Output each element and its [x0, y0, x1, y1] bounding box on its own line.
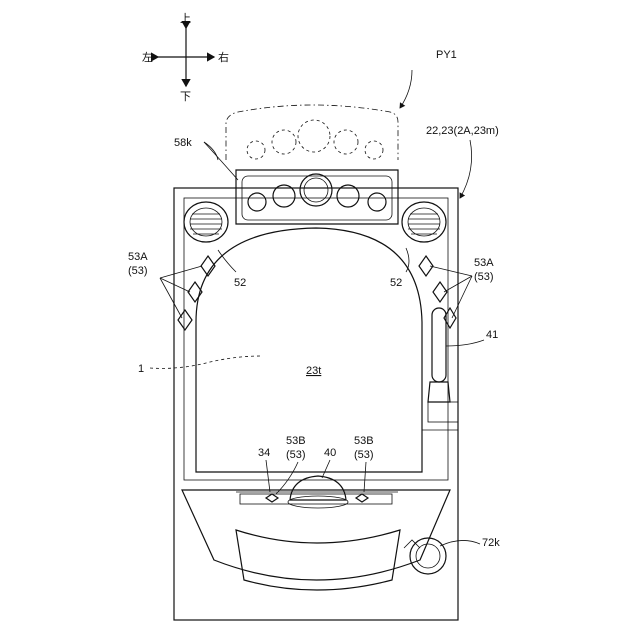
leader-handle — [440, 540, 480, 546]
speaker-left — [184, 202, 228, 242]
label-display-ref: 22,23(2A,23m) — [426, 125, 499, 137]
label-display-surface: 23t — [306, 365, 321, 377]
upper-unit-outline-dashed — [226, 105, 398, 160]
leader-screen — [150, 356, 262, 368]
center-button-base — [288, 496, 348, 508]
tray-strip — [240, 494, 392, 504]
direction-left: 左 — [142, 51, 153, 64]
label-40: 40 — [324, 447, 336, 459]
direction-down: 下 — [180, 90, 191, 103]
cabinet — [174, 188, 458, 620]
speaker-right — [402, 202, 446, 242]
direction-right: 右 — [218, 50, 229, 64]
upper-unit — [236, 170, 398, 224]
label-lamp-left-a: 53A — [128, 251, 148, 263]
leader-lamp-left — [160, 266, 202, 278]
upper-lamp — [248, 193, 266, 211]
leader-53b-left — [276, 462, 298, 494]
label-lever: 41 — [486, 329, 498, 341]
dashed-lamp — [247, 141, 265, 159]
lower-tray-inner — [236, 530, 400, 590]
upper-lamp-center — [300, 174, 332, 206]
speaker-right-inner — [408, 208, 440, 236]
label-upper-unit: 58k — [174, 137, 192, 149]
label-lamp-right-a: 53A — [474, 257, 494, 269]
leader-frame-left — [218, 250, 236, 272]
label-screen: 1 — [138, 363, 144, 375]
diamond-lamp-bottom-right — [356, 494, 368, 502]
leader-40 — [322, 460, 330, 478]
label-53b-right-a: 53B — [354, 435, 374, 447]
label-53b-left-b: (53) — [286, 449, 306, 461]
leader-machine — [400, 70, 412, 108]
diamond-lamp-right — [433, 282, 447, 302]
label-lamp-right-b: (53) — [474, 271, 494, 283]
lever-shaft — [432, 308, 446, 382]
label-machine: PY1 — [436, 49, 457, 61]
leader-53b-right — [364, 462, 366, 492]
speaker-left-inner — [190, 208, 222, 236]
upper-unit-raised — [226, 105, 398, 160]
label-53b-right-b: (53) — [354, 449, 374, 461]
dashed-lamp — [334, 130, 358, 154]
label-frame-left: 52 — [234, 277, 246, 289]
direction-compass: 上 下 左 右 — [142, 12, 229, 103]
dashed-lamp — [365, 141, 383, 159]
lever-base — [428, 382, 450, 402]
label-53b-left-a: 53B — [286, 435, 306, 447]
direction-up: 上 — [180, 12, 191, 25]
label-frame-right: 52 — [390, 277, 402, 289]
leader-lamp-left — [160, 278, 190, 292]
leader-lines — [150, 70, 484, 546]
frame-inner — [184, 198, 448, 480]
leader-display — [460, 140, 472, 198]
leader-lever — [446, 340, 484, 346]
label-34: 34 — [258, 447, 270, 459]
diamond-lamp-bottom-left — [266, 494, 278, 502]
label-lamp-left-b: (53) — [128, 265, 148, 277]
lever-housing — [428, 402, 458, 422]
lower-tray — [182, 490, 450, 580]
leader-upper-unit-b — [204, 142, 238, 180]
upper-lamp — [368, 193, 386, 211]
leader-lamp-right — [430, 266, 472, 276]
leader-lamp-left — [160, 278, 182, 318]
leader-34 — [266, 460, 270, 492]
leader-lamp-right — [452, 276, 472, 318]
label-handle: 72k — [482, 537, 500, 549]
display-area — [196, 228, 422, 472]
diamond-lamp-left — [178, 310, 192, 330]
cabinet-outer — [174, 188, 458, 620]
dashed-lamp — [272, 130, 296, 154]
dashed-lamp — [298, 120, 330, 152]
